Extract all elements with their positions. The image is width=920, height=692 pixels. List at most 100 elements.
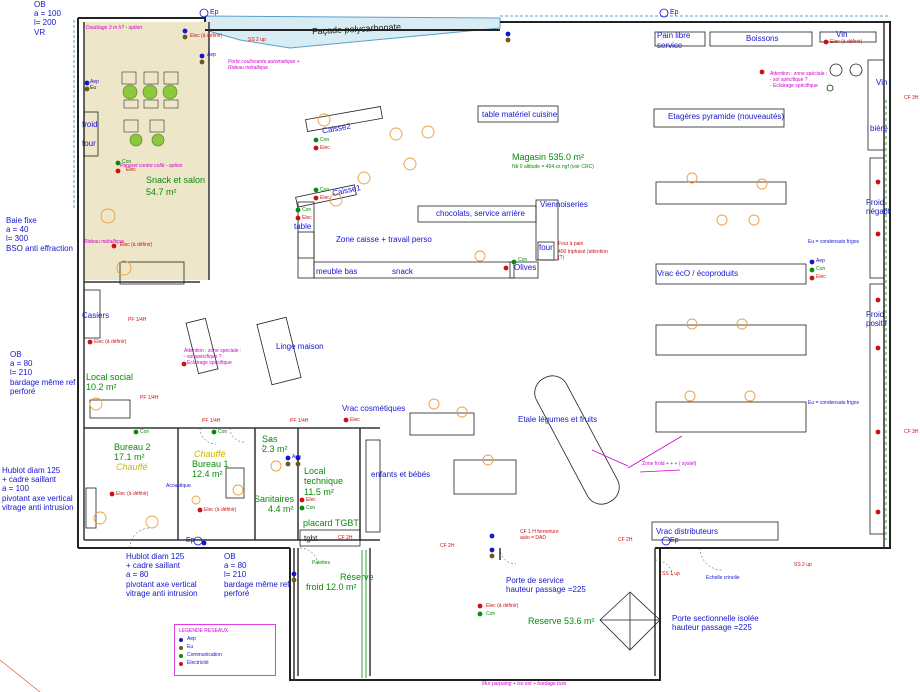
zone-caisse: Zone caisse + travail perso — [336, 235, 432, 244]
cf-2h-1: CF 2H — [338, 535, 353, 541]
outer-walls — [77, 17, 891, 681]
con-bureau1: Con — [218, 429, 228, 435]
palettes: Palettes — [312, 560, 331, 566]
con-olives: Con — [518, 257, 528, 263]
cf-2h-3: CF 2H — [618, 537, 633, 543]
legend-item-electricite: Electricité — [187, 660, 209, 666]
elec-vin: Elec (à définir) — [830, 39, 863, 45]
elec-caisse2: Elec — [320, 145, 330, 151]
elec-local-technique: Elec — [306, 497, 316, 503]
vrac-distributeurs: Vrac distributeurs — [656, 527, 718, 536]
porte-coulissante-note: Porte coulissante automatique +Rideau mé… — [228, 59, 300, 71]
room-magasin: Magasin 535.0 m² — [512, 152, 585, 162]
door-swings — [129, 427, 723, 579]
elec-caisse1: Elec — [320, 195, 330, 201]
room-reserve: Reserve 53.6 m² — [528, 616, 595, 626]
elec-vrac: Elec — [816, 274, 826, 280]
enfants-bebes: enfants et bébés — [371, 470, 431, 479]
legend-title: LEGENDE RESEAUX — [179, 628, 229, 634]
biere: bière — [870, 124, 888, 133]
acoustique: Acoustique — [166, 483, 191, 489]
cf-2h-2: CF 2H — [440, 543, 455, 549]
aep-vrac: Aep — [816, 258, 825, 264]
aep-snack: Aep — [90, 79, 99, 85]
vin-top: Vin — [836, 30, 848, 39]
placard-tgbt: placard TGBT — [303, 518, 359, 528]
bureau2-heat: Chauffé — [116, 462, 148, 472]
elec-bureau1: Elec (à définir) — [204, 507, 237, 513]
network-dots — [84, 28, 881, 617]
pf-2: PF 1/4H — [140, 395, 159, 401]
aep-sas: Aep — [292, 454, 301, 460]
con-caisse1: Con — [320, 187, 330, 193]
four-left: four — [82, 139, 96, 148]
snack-meuble: snack — [392, 267, 413, 276]
legend-item-aep: Aep — [187, 636, 196, 642]
eu-snack: Eu — [90, 85, 97, 91]
elec-snack-2: Elec — [126, 167, 136, 173]
legend-item-communication: Communication — [187, 652, 222, 658]
snack-floor — [84, 22, 209, 280]
echelle-crinolie: Echelle crinolie — [706, 575, 740, 581]
ss2up-right: SS 2 up — [794, 562, 812, 568]
cf-top-right: CF 3H — [904, 95, 919, 101]
elec-bureau2: Elec (à définir) — [116, 491, 149, 497]
pf-4: PF 1/4H — [290, 418, 309, 424]
etageres-pyramide: Etagères pyramide (nouveautés) — [668, 112, 785, 121]
magasin-note: Nb 0 altitude = 494,xx ngf (voir CRC) — [512, 164, 594, 170]
parquet-note: Parquet contre collé - option — [120, 163, 183, 169]
con-caisse2: Con — [320, 137, 330, 143]
snack-tables — [122, 84, 178, 147]
network-legend: LEGENDE RESEAUX Aep Eu Communication Ele… — [174, 624, 276, 676]
zone-froid: Zone froid + + + ( systel) — [642, 461, 697, 467]
tgbt: tgbt — [304, 534, 318, 543]
pf-1: PF 1/4H — [128, 317, 147, 323]
table-label: table — [294, 222, 312, 231]
ss1up: SS 1 up — [662, 571, 680, 577]
vrac-cosmetiques: Vrac cosmétiques — [342, 404, 406, 413]
elec-top-left: Elec (à définir) — [190, 33, 223, 39]
four-pain: Four à pain — [558, 241, 584, 247]
sectional-door — [599, 591, 661, 651]
ss2up-top: SS 2 up — [248, 37, 266, 43]
chairs — [89, 113, 768, 529]
etale-legumes: Etale légumes et fruits — [518, 415, 598, 424]
con-bureau2: Con — [140, 429, 150, 435]
con-table: Con — [302, 207, 312, 213]
con-vrac: Con — [816, 266, 826, 272]
four-pain-note: 400 triphasé (attention (?) — [558, 249, 608, 261]
elec-table: Elec — [302, 215, 312, 221]
legend-swatches — [179, 638, 183, 666]
pain-libre-service: Pain libre service — [657, 31, 691, 50]
vrac-eco: Vrac écO / écoproduits — [657, 269, 739, 278]
mur-parpaing: Mur parpaing + iso ext + bardage bois — [482, 681, 567, 687]
rideau-note: Rideau métallique — [84, 239, 125, 245]
ep-bottom-left: Ep — [186, 537, 195, 544]
elec-snack: Elec (à définir) — [120, 242, 153, 248]
chocolats: chocolats, service arrière — [436, 209, 525, 218]
ep-top-right: Ep — [670, 9, 679, 16]
linge-maison: Linge maison — [276, 342, 324, 351]
attention-right: Attention : zone spéciale :- sol spécifi… — [770, 71, 828, 89]
con-reserve: Con — [486, 611, 496, 617]
pf-3: PF 1/4H — [202, 418, 221, 424]
con-local-technique: Con — [306, 505, 316, 511]
aep-top-left: Aep — [207, 52, 216, 58]
olives: Olives — [514, 263, 537, 272]
froid-left: froid — [82, 120, 98, 129]
